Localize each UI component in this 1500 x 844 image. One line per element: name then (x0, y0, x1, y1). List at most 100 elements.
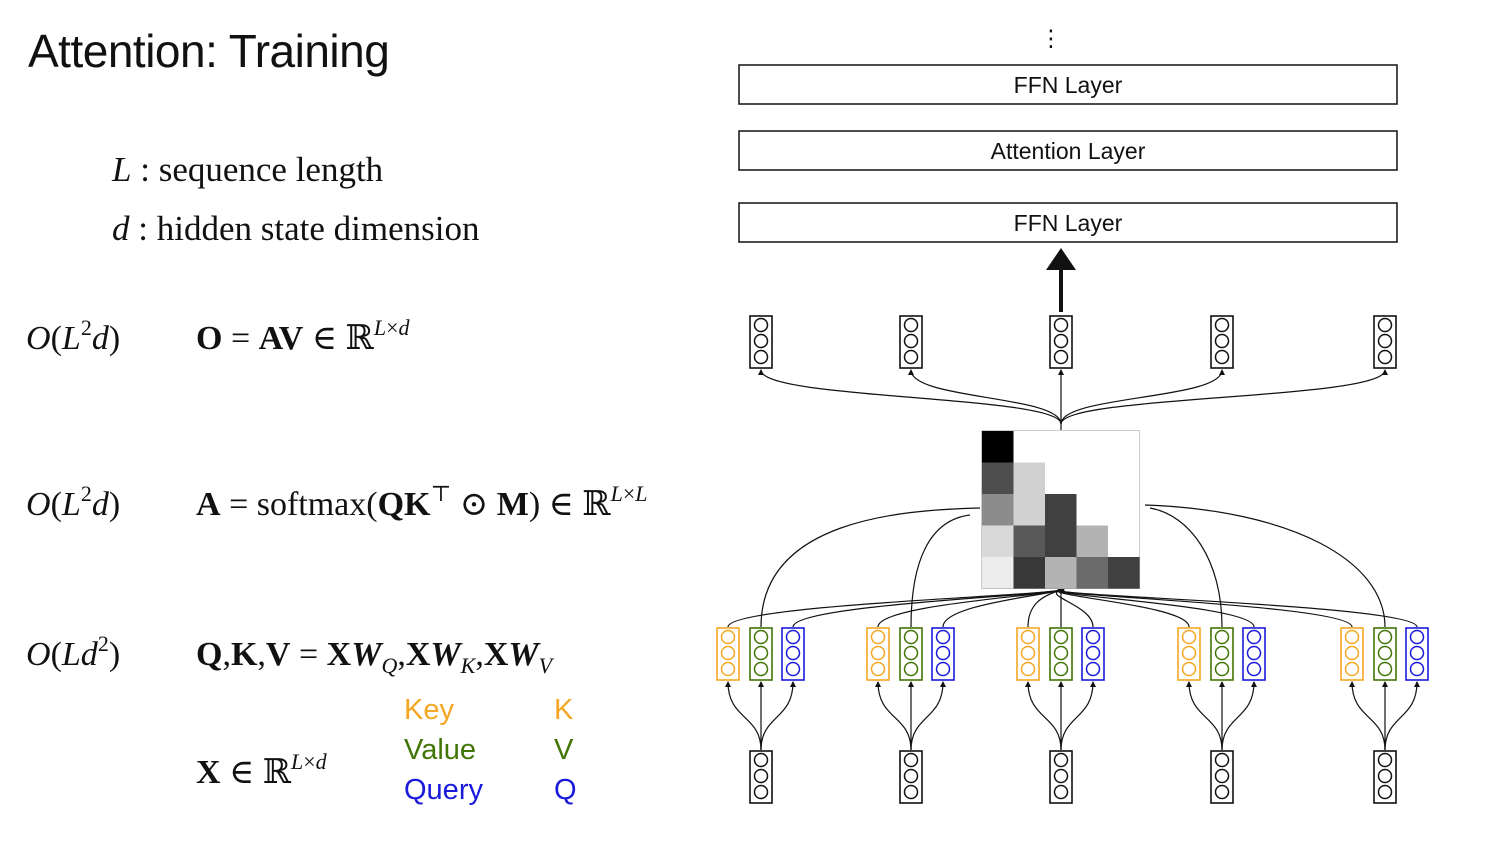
attention-cell (1076, 494, 1108, 526)
input-vector (749, 750, 773, 804)
legend-query-symbol: Q (554, 774, 577, 806)
value-connection (1149, 507, 1223, 628)
neuron (903, 768, 919, 784)
neuron (870, 661, 886, 677)
neuron (1409, 629, 1425, 645)
neuron (935, 661, 951, 677)
projection-arrow (1384, 681, 1420, 751)
attention-cell (1076, 462, 1108, 494)
legend-value-symbol: V (554, 734, 574, 766)
neuron (1344, 645, 1360, 661)
input-vector (1373, 750, 1397, 804)
legend-key-label: Key (404, 694, 454, 726)
neuron (1409, 645, 1425, 661)
projection-arrow (1186, 681, 1223, 751)
neuron (903, 317, 919, 333)
neuron (1214, 629, 1230, 645)
equation-input: X ∈ ℝL×d (196, 749, 327, 792)
neuron (785, 645, 801, 661)
legend-key: Key K (404, 690, 577, 730)
neuron (1053, 784, 1069, 800)
ellipsis-marker: ⋮ (1040, 25, 1063, 51)
equation-attention: O(L2d)A = softmax(QK⊤ ⊙ M) ∈ ℝL×L (26, 481, 648, 524)
legend-value: Value V (404, 730, 577, 770)
key-vector (1340, 627, 1364, 681)
neuron (753, 629, 769, 645)
output-arrow (908, 369, 1062, 425)
attention-cell (1013, 557, 1045, 589)
neuron (1214, 768, 1230, 784)
attention-cell (1045, 494, 1077, 526)
attention-cell (982, 525, 1014, 557)
attention-cell (1045, 431, 1077, 463)
definitions: L : sequence length d : hidden state dim… (112, 140, 479, 258)
neuron (1085, 645, 1101, 661)
value-connection (1144, 504, 1386, 628)
input-vector (899, 750, 923, 804)
complexity-label: O(L2d) (26, 315, 121, 358)
equation-output: O(L2d)O = AV ∈ ℝL×d (26, 315, 410, 358)
attention-cell (1108, 557, 1140, 589)
input-vector (1210, 750, 1234, 804)
neuron (935, 629, 951, 645)
attention-cell (1108, 431, 1140, 463)
key-vector (716, 627, 740, 681)
neuron (720, 661, 736, 677)
neuron (903, 349, 919, 365)
neuron (1377, 784, 1393, 800)
definition-sequence-length: L : sequence length (112, 140, 479, 199)
neuron (903, 661, 919, 677)
neuron (1246, 645, 1262, 661)
neuron (903, 784, 919, 800)
neuron (720, 629, 736, 645)
qkv-legend: Key K Value V Query Q (404, 690, 577, 810)
score-connection (1027, 589, 1062, 628)
attention-cell (1045, 462, 1077, 494)
attention-cell (1076, 431, 1108, 463)
neuron (1246, 629, 1262, 645)
layer-ffn-top: FFN Layer (738, 64, 1398, 105)
neuron (753, 752, 769, 768)
query-vector (1242, 627, 1266, 681)
neuron (785, 661, 801, 677)
neuron (1053, 349, 1069, 365)
neuron (1020, 661, 1036, 677)
score-connection (942, 589, 1062, 628)
layer-label: FFN Layer (1014, 210, 1123, 236)
value-vector (899, 627, 923, 681)
neuron (1020, 629, 1036, 645)
query-vector (781, 627, 805, 681)
neuron (1377, 661, 1393, 677)
query-vector (1405, 627, 1429, 681)
output-vector (1049, 315, 1073, 369)
neuron (1377, 752, 1393, 768)
neuron (870, 629, 886, 645)
neuron (1214, 661, 1230, 677)
legend-query: Query Q (404, 770, 577, 810)
neuron (1377, 629, 1393, 645)
neuron (1409, 661, 1425, 677)
score-connection (1056, 589, 1094, 628)
query-vector (931, 627, 955, 681)
neuron (903, 645, 919, 661)
neuron (720, 645, 736, 661)
attention-cell (1013, 525, 1045, 557)
complexity-label: O(L2d) (26, 481, 121, 524)
projection-arrow (760, 681, 796, 751)
attention-cell (982, 462, 1014, 494)
neuron (1181, 661, 1197, 677)
neuron (1053, 645, 1069, 661)
projection-arrow (875, 681, 912, 751)
neuron (1214, 317, 1230, 333)
score-connection (1060, 589, 1418, 628)
value-vector (1210, 627, 1234, 681)
value-connection (910, 514, 971, 628)
definition-text: : sequence length (140, 150, 384, 189)
value-vector (1049, 627, 1073, 681)
neuron (785, 629, 801, 645)
output-vector (749, 315, 773, 369)
neuron (903, 629, 919, 645)
projection-arrow (910, 681, 946, 751)
attention-cell (1045, 525, 1077, 557)
